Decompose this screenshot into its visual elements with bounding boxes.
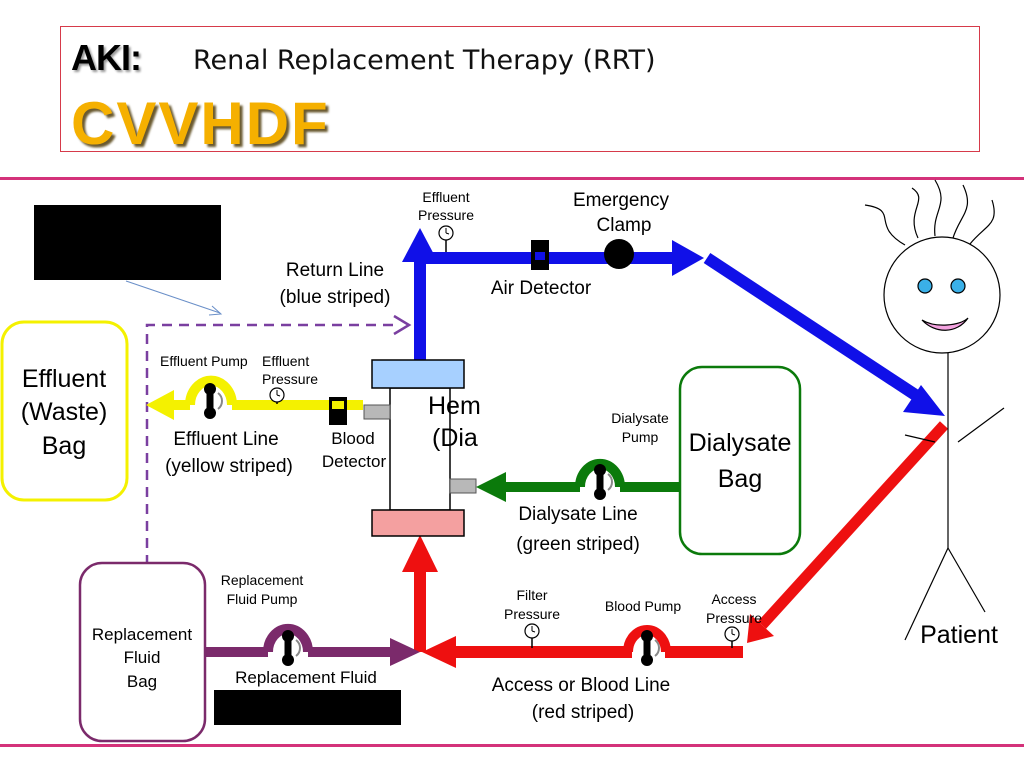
dialysate-line-label-2: (green striped) (516, 534, 640, 555)
title-aki: AKI: (71, 37, 142, 78)
access-pressure-label-2: Pressure (706, 610, 762, 626)
replacement-fluid-line (206, 638, 420, 666)
hemofilter (363, 359, 477, 537)
callout-line (125, 280, 221, 314)
access-line-label-2: (red striped) (532, 702, 634, 723)
access-line (402, 421, 949, 668)
redacted-block-top (34, 205, 221, 280)
replacement-fluid-label: Replacement Fluid (235, 668, 377, 687)
blood-detector-label-1: Blood (331, 429, 374, 448)
effluent-pressure-mid-label-2: Pressure (262, 371, 318, 387)
effluent-pressure-gauge-mid (269, 387, 285, 404)
dialysate-line (476, 472, 680, 502)
replacement-bag-label-1: Replacement (92, 625, 192, 644)
filter-pressure-label-1: Filter (516, 587, 547, 603)
filter-pressure-label-2: Pressure (504, 606, 560, 622)
blood-detector-label-2: Detector (322, 452, 387, 471)
dialysate-bag-label-1: Dialysate (689, 429, 792, 457)
effluent-pressure-gauge-top (438, 225, 454, 252)
dialysate-line-label-1: Dialysate Line (518, 504, 637, 525)
effluent-pressure-top-label-2: Pressure (418, 207, 474, 223)
effluent-bag-label-1: Effluent (22, 365, 106, 393)
dashed-line (145, 323, 398, 565)
effluent-bag (0, 320, 129, 502)
blood-pump-label: Blood Pump (605, 598, 681, 614)
dialysate-bag (678, 365, 802, 556)
effluent-bag-label-2: (Waste) (21, 398, 108, 426)
replacement-fluid-bag (78, 561, 207, 743)
return-line-label-1: Return Line (286, 260, 384, 281)
blood-pump (623, 625, 671, 666)
patient-figure (864, 179, 1005, 641)
replacement-bag-label-3: Bag (127, 672, 157, 691)
replacement-fluid-pump (263, 623, 313, 666)
emergency-clamp-label-2: Clamp (597, 215, 652, 236)
dialysate-pump (575, 458, 625, 500)
filter-pressure-gauge (524, 623, 540, 648)
dialysate-pump-label-1: Dialysate (611, 410, 669, 426)
effluent-line-label-2: (yellow striped) (165, 456, 293, 477)
bottom-divider (0, 744, 1024, 747)
hemofilter-label-2: (Dia (432, 424, 478, 452)
title-box: AKI: Renal Replacement Therapy (RRT) CVV… (60, 26, 980, 157)
return-line (402, 228, 945, 416)
effluent-line-label-1: Effluent Line (173, 429, 278, 450)
dashed-arrowhead (393, 314, 412, 336)
top-divider (0, 177, 1024, 180)
effluent-pressure-mid-label-1: Effluent (262, 353, 309, 369)
emergency-clamp-label-1: Emergency (573, 190, 670, 211)
replacement-pump-label-2: Fluid Pump (227, 591, 298, 607)
dialysate-pump-label-2: Pump (622, 429, 659, 445)
callout-arrowhead (208, 305, 223, 316)
effluent-pump (185, 375, 237, 419)
access-line-label-1: Access or Blood Line (492, 675, 671, 696)
effluent-bag-label-3: Bag (42, 432, 86, 460)
air-detector-label: Air Detector (491, 278, 592, 299)
replacement-bag-label-2: Fluid (124, 648, 161, 667)
title-main: CVVHDF (71, 90, 330, 157)
access-pressure-gauge (724, 626, 740, 648)
dialysate-bag-label-2: Bag (718, 465, 762, 493)
effluent-pressure-top-label-1: Effluent (422, 189, 469, 205)
access-pressure-label-1: Access (711, 591, 756, 607)
redacted-block-bottom (214, 690, 401, 725)
effluent-pump-label: Effluent Pump (160, 353, 248, 369)
emergency-clamp (604, 239, 634, 269)
patient-label: Patient (920, 621, 998, 649)
title-subtitle: Renal Replacement Therapy (RRT) (193, 45, 656, 76)
replacement-pump-label-1: Replacement (221, 572, 304, 588)
hemofilter-label-1: Hem (428, 392, 481, 420)
return-line-label-2: (blue striped) (280, 287, 391, 308)
